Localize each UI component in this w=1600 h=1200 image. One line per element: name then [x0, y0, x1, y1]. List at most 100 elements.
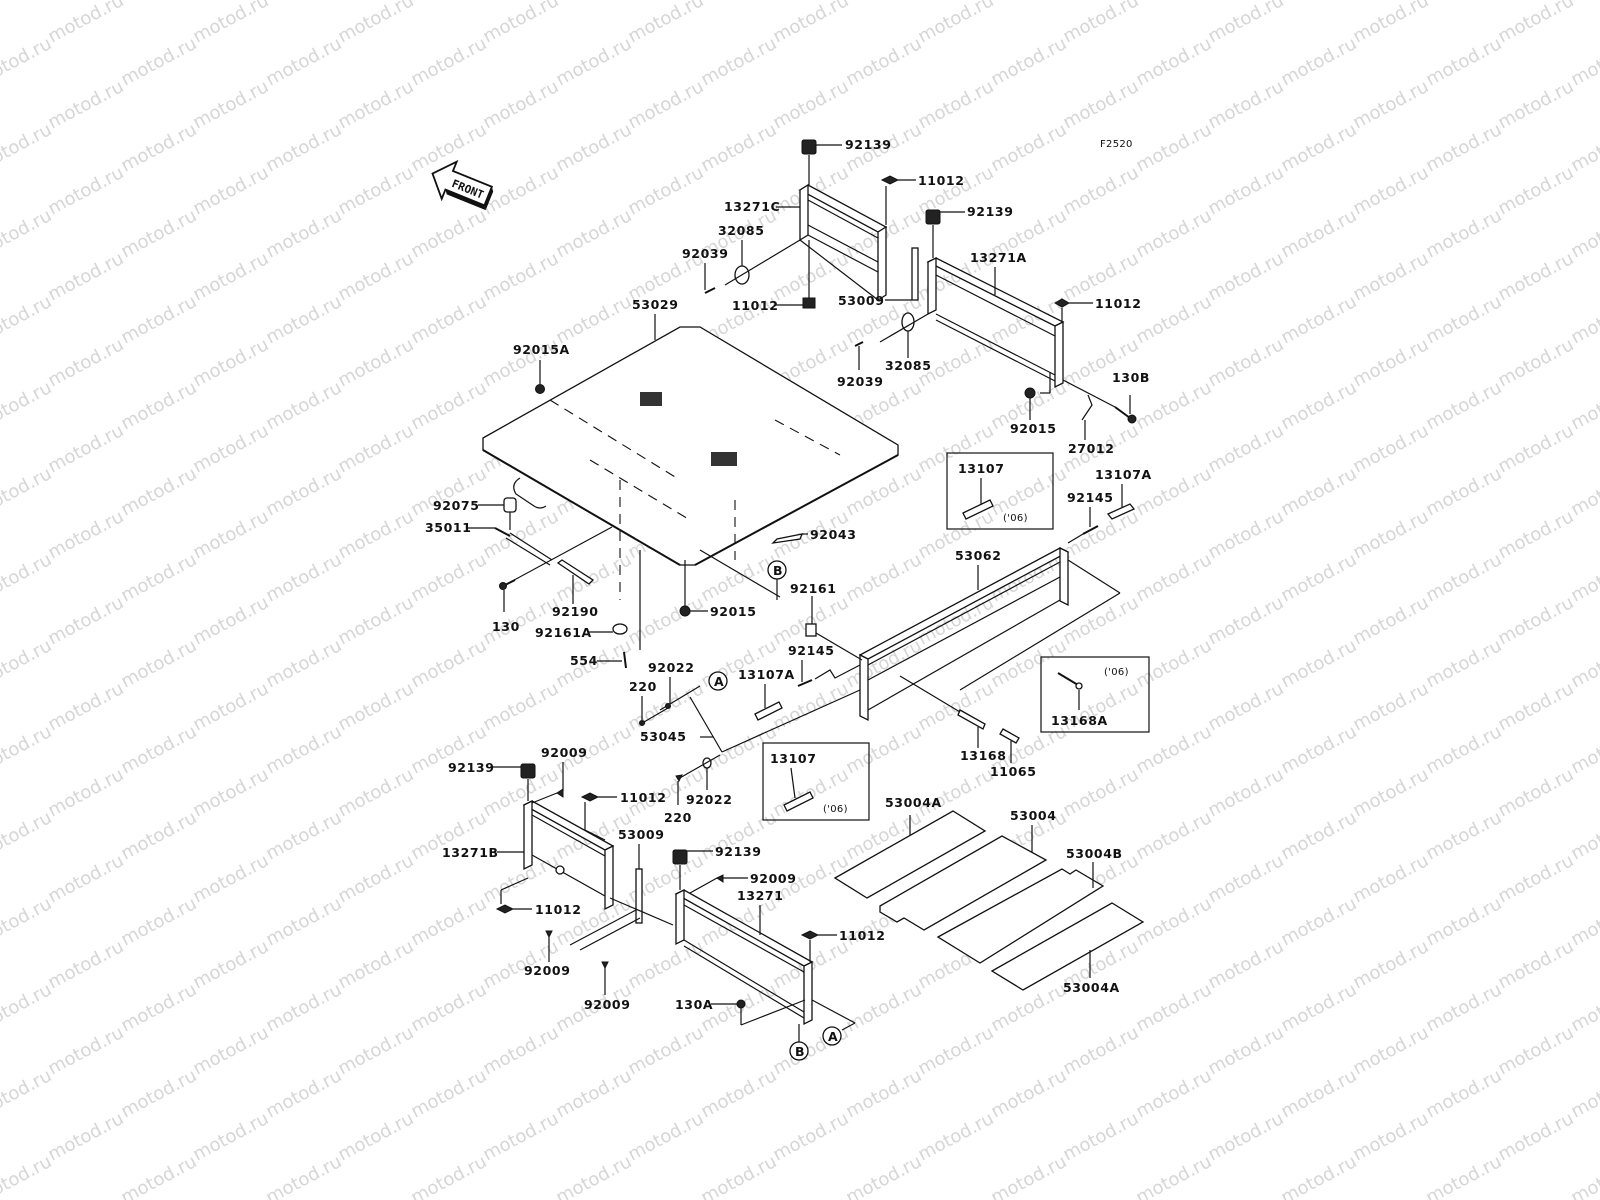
label-13271b: 13271B	[442, 845, 499, 860]
figure-code: F2520	[1100, 139, 1133, 150]
bracket-53009[interactable]	[885, 247, 919, 301]
cable-53045[interactable]	[659, 685, 861, 753]
label-92015-b: 92015	[710, 604, 757, 619]
label-92145-b: 92145	[788, 643, 835, 658]
ref-a-bottom: A	[822, 1026, 842, 1046]
rod-35011[interactable]	[466, 527, 553, 566]
screw-92009[interactable]	[531, 762, 564, 804]
label-11012: 11012	[918, 173, 965, 188]
label-92139-b: 92139	[967, 204, 1014, 219]
mat-53004a-bottom[interactable]	[990, 902, 1145, 991]
label-92039-b: 92039	[837, 374, 884, 389]
mat-53004a-top[interactable]	[833, 810, 987, 899]
label-92009-d: 92009	[584, 997, 631, 1012]
ref-b-top: B	[767, 560, 787, 600]
spring-92145-b[interactable]	[797, 660, 861, 687]
label-92139-c: 92139	[448, 760, 495, 775]
label-11012-b: 11012	[732, 298, 779, 313]
bolt-130a[interactable]	[711, 999, 806, 1026]
mat-53004b[interactable]	[936, 862, 1105, 964]
pin-11065[interactable]	[999, 728, 1020, 763]
clip-92139-top[interactable]	[801, 139, 842, 185]
vent-grille-icon	[640, 392, 737, 466]
bed-floor-53029[interactable]	[482, 326, 899, 600]
hinge-32085[interactable]	[724, 239, 801, 286]
label-220-b: 220	[664, 810, 692, 825]
side-panel-13271c[interactable]	[798, 183, 888, 302]
screw-92009-d[interactable]	[601, 961, 609, 995]
pin-92043[interactable]	[771, 533, 808, 544]
pin-92039[interactable]	[704, 263, 716, 294]
nut-11012-d[interactable]	[580, 792, 617, 841]
label-13271c: 13271C	[724, 199, 780, 214]
bolt-130[interactable]	[499, 579, 516, 612]
pin-92039-b[interactable]	[854, 341, 864, 370]
pin-220-b[interactable]	[675, 774, 683, 805]
nut-92015a[interactable]	[535, 360, 545, 394]
bracket-53009-b[interactable]	[609, 844, 674, 926]
nut-11012[interactable]	[880, 175, 916, 225]
nut-92015[interactable]	[1024, 372, 1051, 420]
pin-220[interactable]	[639, 696, 669, 726]
variant-box-13107-06-bottom: 13107 ('06)	[762, 742, 870, 821]
label-92145: 92145	[1067, 490, 1114, 505]
label-92075: 92075	[433, 498, 480, 513]
nut-11012-b[interactable]	[775, 240, 816, 309]
label-53009: 53009	[838, 293, 885, 308]
hinge-32085-b[interactable]	[879, 312, 929, 358]
svg-text:('06): ('06)	[823, 804, 848, 815]
nut-11012-c[interactable]	[1053, 298, 1093, 322]
svg-text:A: A	[714, 674, 724, 689]
variant-box-13168a-06: ('06) 13168A	[1040, 656, 1150, 733]
bracket-92161[interactable]	[805, 596, 863, 661]
label-130b: 130B	[1112, 370, 1150, 385]
label-53009-b: 53009	[618, 827, 665, 842]
mat-53004[interactable]	[879, 825, 1048, 931]
nut-11012-e[interactable]	[495, 877, 532, 914]
label-92009-b: 92009	[750, 871, 797, 886]
label-13168: 13168	[960, 748, 1007, 763]
latch-27012[interactable]	[1081, 394, 1093, 440]
label-11065: 11065	[990, 764, 1037, 779]
pin-13107a[interactable]	[1106, 484, 1136, 520]
label-11012-c: 11012	[1095, 296, 1142, 311]
label-92022: 92022	[648, 660, 695, 675]
label-92161: 92161	[790, 581, 837, 596]
screw-92009-c[interactable]	[545, 930, 553, 962]
label-92139: 92139	[845, 137, 892, 152]
label-92015: 92015	[1010, 421, 1057, 436]
nut-92015-b[interactable]	[679, 560, 708, 617]
washer-92022-b[interactable]	[677, 754, 721, 790]
label-92039: 92039	[682, 246, 729, 261]
label-92022-b: 92022	[686, 792, 733, 807]
nut-11012-f[interactable]	[800, 930, 837, 962]
side-panel-13271b[interactable]	[522, 799, 615, 911]
bolt-130b[interactable]	[1062, 379, 1137, 424]
svg-text:A: A	[828, 1029, 838, 1044]
cap-92075[interactable]	[478, 497, 517, 530]
clip-92139-c[interactable]	[493, 763, 536, 801]
ref-a-mid: A	[708, 671, 728, 691]
label-220: 220	[629, 679, 657, 694]
side-panel-13271[interactable]	[674, 888, 814, 1026]
grommet-92161a[interactable]	[589, 623, 628, 635]
rod-92190[interactable]	[556, 559, 595, 604]
pin-13107a-b[interactable]	[754, 684, 783, 721]
screw-92009-b[interactable]	[689, 874, 748, 894]
label-554: 554	[570, 653, 598, 668]
clip-92139-d[interactable]	[672, 849, 713, 890]
svg-text:B: B	[773, 563, 783, 578]
label-13271: 13271	[737, 888, 784, 903]
label-53045: 53045	[640, 729, 687, 744]
clip-554[interactable]	[597, 550, 641, 669]
pin-13168[interactable]	[899, 675, 986, 748]
variant-box-13107-06-top: 13107 ('06)	[946, 452, 1054, 530]
label-53004a: 53004A	[885, 795, 942, 810]
tailgate-53062[interactable]	[858, 546, 1121, 722]
label-92015a: 92015A	[513, 342, 570, 357]
label-53004: 53004	[1010, 808, 1057, 823]
clip-92139-b[interactable]	[925, 209, 965, 258]
label-130a: 130A	[675, 997, 713, 1012]
spring-92145[interactable]	[1067, 507, 1099, 544]
